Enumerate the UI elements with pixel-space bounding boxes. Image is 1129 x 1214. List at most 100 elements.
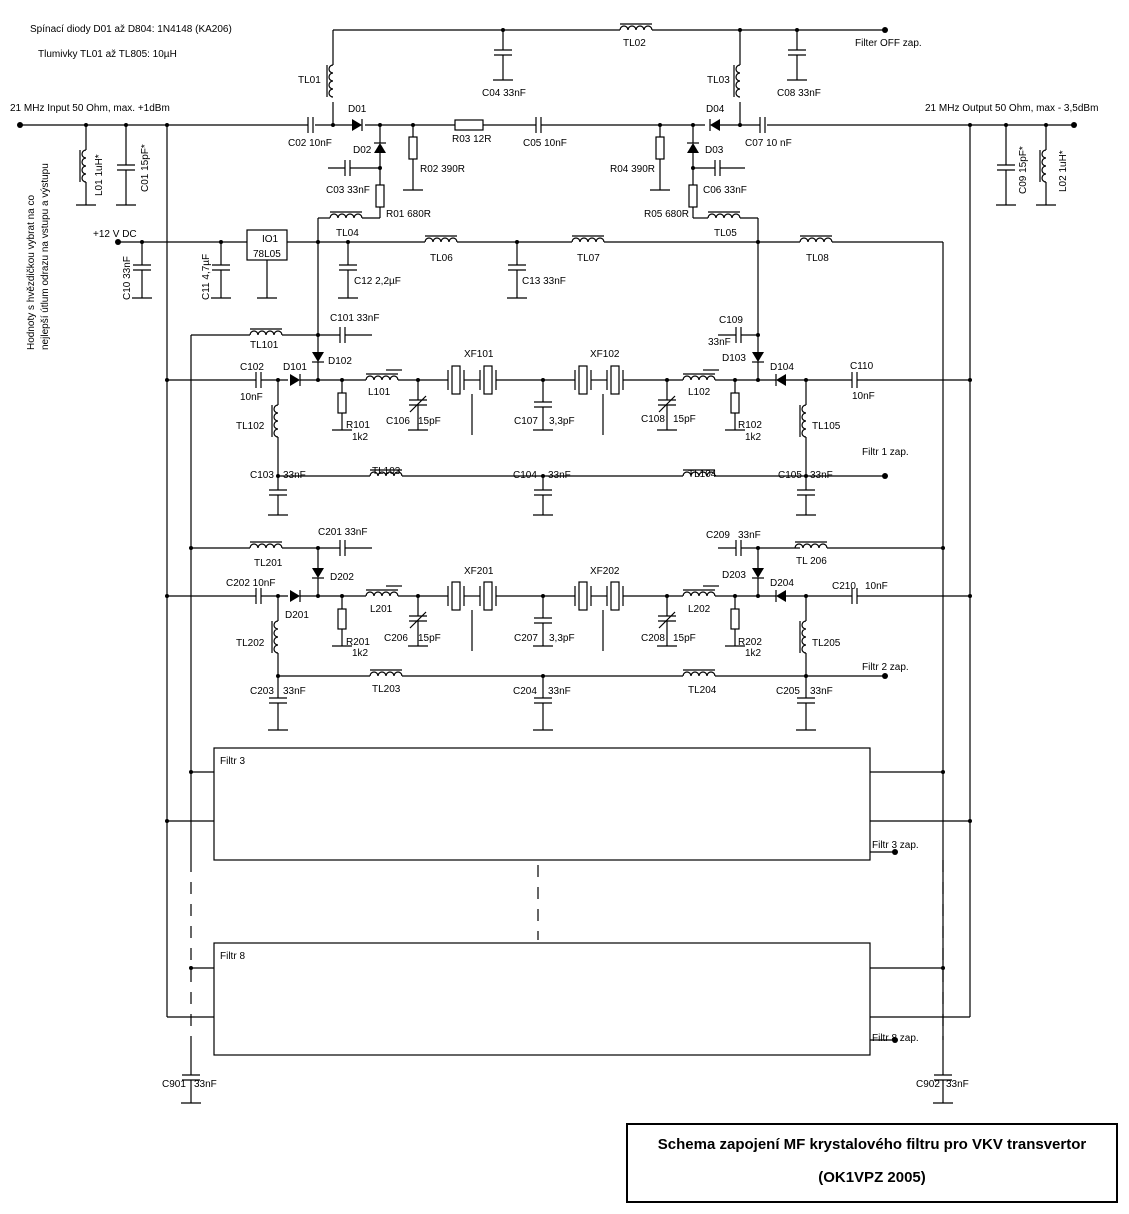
- input-matching: [76, 125, 1056, 206]
- label-L102: L102: [688, 387, 711, 398]
- label-C06: C06 33nF: [703, 185, 747, 196]
- label-L02: L02 1uH*: [1058, 150, 1069, 192]
- label-TL201: TL201: [254, 558, 283, 569]
- label-R102v: 1k2: [745, 432, 762, 443]
- label-C04: C04 33nF: [482, 88, 526, 99]
- label-C104v: 33nF: [548, 470, 571, 481]
- label-D102: D102: [328, 356, 352, 367]
- switch-bias-top: [328, 125, 745, 218]
- filter-1: [167, 326, 970, 516]
- label-D01: D01: [348, 104, 367, 115]
- label-C205v: 33nF: [810, 686, 833, 697]
- label-XF202: XF202: [590, 566, 620, 577]
- label-TL203: TL203: [372, 684, 401, 695]
- label-C202: C202 10nF: [226, 578, 275, 589]
- label-C902: C902: [916, 1079, 940, 1090]
- label-L101: L101: [368, 387, 391, 398]
- label-D02: D02: [353, 145, 372, 156]
- filtr2-label: Filtr 2 zap.: [862, 662, 909, 673]
- label-L202: L202: [688, 604, 711, 615]
- label-R101: R101: [346, 420, 370, 431]
- label-C102v: 10nF: [240, 392, 263, 403]
- label-C209v: 33nF: [738, 530, 761, 541]
- label-C11: C11 4,7µF: [201, 254, 212, 300]
- label-C205: C205: [776, 686, 800, 697]
- label-C103: C103: [250, 470, 274, 481]
- label-C108: C108: [641, 414, 665, 425]
- label-C204: C204: [513, 686, 537, 697]
- label-C107: C107: [514, 416, 538, 427]
- label-C13: C13 33nF: [522, 276, 566, 287]
- label-R101v: 1k2: [352, 432, 369, 443]
- label-R04: R04 390R: [610, 164, 655, 175]
- label-C901: C901: [162, 1079, 186, 1090]
- label-C901v: 33nF: [194, 1079, 217, 1090]
- input-label: 21 MHz Input 50 Ohm, max. +1dBm: [10, 103, 170, 114]
- side-note-1: Hodnoty s hvězdičkou vybrat na co: [26, 194, 37, 350]
- filter-2: [167, 539, 970, 731]
- title-block: Schema zapojení MF krystalového filtru p…: [626, 1123, 1118, 1203]
- label-R201v: 1k2: [352, 648, 369, 659]
- label-R102: R102: [738, 420, 762, 431]
- filter-3-block: [167, 747, 970, 861]
- note-chokes: Tlumivky TL01 až TL805: 10µH: [38, 49, 177, 60]
- label-R03: R03 12R: [452, 134, 491, 145]
- io1-type: 78L05: [253, 249, 281, 260]
- label-C210: C210: [832, 581, 856, 592]
- label-TL06: TL06: [430, 253, 453, 264]
- label-D203: D203: [722, 570, 746, 581]
- label-L01: L01 1uH*: [94, 154, 105, 196]
- bus-lines: [165, 125, 972, 1104]
- label-R202: R202: [738, 637, 762, 648]
- label-C106: C106: [386, 416, 410, 427]
- label-C209: C209: [706, 530, 730, 541]
- label-XF201: XF201: [464, 566, 494, 577]
- label-D202: D202: [330, 572, 354, 583]
- label-TL103: TL103: [372, 466, 401, 477]
- label-C102: C102: [240, 362, 264, 373]
- label-D03: D03: [705, 145, 724, 156]
- label-D04: D04: [706, 104, 725, 115]
- title-line-1: Schema zapojení MF krystalového filtru p…: [658, 1136, 1087, 1153]
- filtr8-block-label: Filtr 8: [220, 951, 245, 962]
- label-C12: C12 2,2µF: [354, 276, 401, 287]
- label-D204: D204: [770, 578, 794, 589]
- label-C109v: 33nF: [708, 337, 731, 348]
- label-TL206: TL 206: [796, 556, 827, 567]
- label-TL205: TL205: [812, 638, 841, 649]
- label-C101: C101 33nF: [330, 313, 379, 324]
- main-rf-line: [17, 116, 1077, 134]
- output-label: 21 MHz Output 50 Ohm, max - 3,5dBm: [925, 103, 1098, 114]
- label-C07: C07 10 nF: [745, 138, 792, 149]
- label-R05: R05 680R: [644, 209, 689, 220]
- label-C210v: 10nF: [865, 581, 888, 592]
- label-C105: C105: [778, 470, 802, 481]
- label-R01: R01 680R: [386, 209, 431, 220]
- label-C201: C201 33nF: [318, 527, 367, 538]
- filtr8-label: Filtr 8 zap.: [872, 1033, 919, 1044]
- label-C05: C05 10nF: [523, 138, 567, 149]
- label-C902v: 33nF: [946, 1079, 969, 1090]
- label-R201: R201: [346, 637, 370, 648]
- filter-off-path: [326, 23, 888, 125]
- label-C106v: 15pF: [418, 416, 441, 427]
- label-C03: C03 33nF: [326, 185, 370, 196]
- label-C108v: 15pF: [673, 414, 696, 425]
- io1-label: IO1: [262, 234, 279, 245]
- filtr3-label: Filtr 3 zap.: [872, 840, 919, 851]
- label-C10: C10 33nF: [122, 256, 133, 300]
- label-TL04: TL04: [336, 228, 359, 239]
- label-C107v: 3,3pF: [549, 416, 575, 427]
- label-C206v: 15pF: [418, 633, 441, 644]
- label-D104: D104: [770, 362, 794, 373]
- side-note-2: nejlepší útlum odrazu na vstupu a výstup…: [40, 163, 51, 350]
- label-C206: C206: [384, 633, 408, 644]
- label-C08: C08 33nF: [777, 88, 821, 99]
- label-TL02: TL02: [623, 38, 646, 49]
- label-TL202: TL202: [236, 638, 265, 649]
- label-TL104: TL104: [688, 469, 717, 480]
- label-C208v: 15pF: [673, 633, 696, 644]
- filter-off-label: Filter OFF zap.: [855, 38, 922, 49]
- label-C110: C110: [850, 361, 874, 372]
